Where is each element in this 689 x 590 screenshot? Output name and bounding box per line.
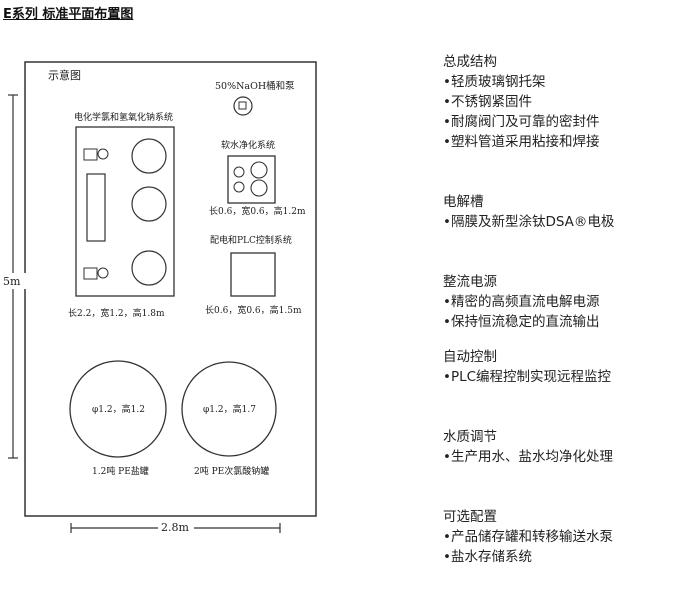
electro-label: 电化学氯和氢氧化钠系统 — [74, 111, 173, 123]
plan-frame — [24, 61, 317, 517]
salt-tank-label: 1.2吨 PE盐罐 — [92, 465, 149, 477]
height-label: 5m — [3, 275, 21, 288]
softener-label: 软水净化系统 — [221, 139, 275, 151]
list-item: •塑料管道采用粘接和焊接 — [443, 134, 600, 150]
section-title: 水质调节 — [443, 429, 497, 445]
list-item: •不锈钢紧固件 — [443, 94, 532, 110]
page-title: E系列 标准平面布置图 — [3, 7, 134, 22]
hypochlorite-tank-label: 2吨 PE次氯酸钠罐 — [194, 465, 269, 477]
list-item: •PLC编程控制实现远程监控 — [443, 369, 612, 385]
electro-dims: 长2.2，宽1.2，高1.8m — [68, 307, 165, 319]
list-item: •精密的高频直流电解电源 — [443, 294, 600, 310]
salt-tank-dims: φ1.2，高1.2 — [92, 403, 145, 415]
width-label: 2.8m — [161, 521, 189, 534]
naoh-barrel — [233, 96, 253, 116]
electro-pump-bottom — [83, 267, 98, 280]
electro-pump-top-motor — [97, 148, 109, 160]
softener-tank-2 — [250, 179, 268, 197]
section-assembly: 总成结构 •轻质玻璃钢托架 •不锈钢紧固件 •耐腐阀门及可靠的密封件 •塑料管道… — [443, 52, 683, 152]
section-title: 电解槽 — [443, 194, 484, 210]
rectifier-unit — [86, 173, 106, 242]
section-title: 自动控制 — [443, 349, 497, 365]
section-title: 整流电源 — [443, 274, 497, 290]
naoh-label: 50%NaOH桶和泵 — [215, 80, 295, 92]
electro-pump-top — [83, 148, 98, 161]
electrolyzer-cell-2 — [131, 186, 167, 222]
naoh-pump — [238, 101, 247, 110]
section-electrolyzer: 电解槽 •隔膜及新型涂钛DSA®电极 — [443, 192, 683, 232]
electro-system-box — [75, 126, 175, 297]
plc-dims: 长0.6，宽0.6，高1.5m — [205, 304, 302, 316]
salt-tank — [69, 360, 167, 458]
list-item: •隔膜及新型涂钛DSA®电极 — [443, 214, 615, 230]
list-item: •轻质玻璃钢托架 — [443, 74, 546, 90]
section-rectifier: 整流电源 •精密的高频直流电解电源 •保持恒流稳定的直流输出 — [443, 272, 683, 332]
softener-box — [227, 155, 276, 204]
section-auto-control: 自动控制 •PLC编程控制实现远程监控 — [443, 347, 683, 387]
section-title: 可选配置 — [443, 509, 497, 525]
plc-label: 配电和PLC控制系统 — [210, 234, 292, 246]
layout-plan-diagram: 示意图 5m 2.8m 50%NaOH桶和泵 电化学氯和氢氧化钠系统 长2.2，… — [2, 61, 317, 535]
electrolyzer-cell-3 — [131, 250, 167, 286]
softener-tank-1 — [250, 161, 268, 179]
list-item: •生产用水、盐水均净化处理 — [443, 449, 613, 465]
hypochlorite-tank-dims: φ1.2，高1.7 — [203, 403, 256, 415]
softener-filter-1 — [233, 166, 245, 178]
diagram-caption: 示意图 — [48, 68, 81, 82]
list-item: •耐腐阀门及可靠的密封件 — [443, 114, 600, 130]
list-item: •盐水存储系统 — [443, 549, 532, 565]
softener-dims: 长0.6，宽0.6，高1.2m — [209, 205, 306, 217]
section-water-conditioning: 水质调节 •生产用水、盐水均净化处理 — [443, 427, 683, 467]
electro-pump-bottom-motor — [97, 267, 109, 279]
section-title: 总成结构 — [443, 54, 497, 70]
softener-filter-2 — [233, 181, 245, 193]
plc-cabinet — [230, 252, 276, 297]
list-item: •产品储存罐和转移输送水泵 — [443, 529, 613, 545]
electrolyzer-cell-1 — [131, 138, 167, 174]
section-options: 可选配置 •产品储存罐和转移输送水泵 •盐水存储系统 — [443, 507, 683, 567]
list-item: •保持恒流稳定的直流输出 — [443, 314, 600, 330]
hypochlorite-tank — [181, 361, 277, 457]
